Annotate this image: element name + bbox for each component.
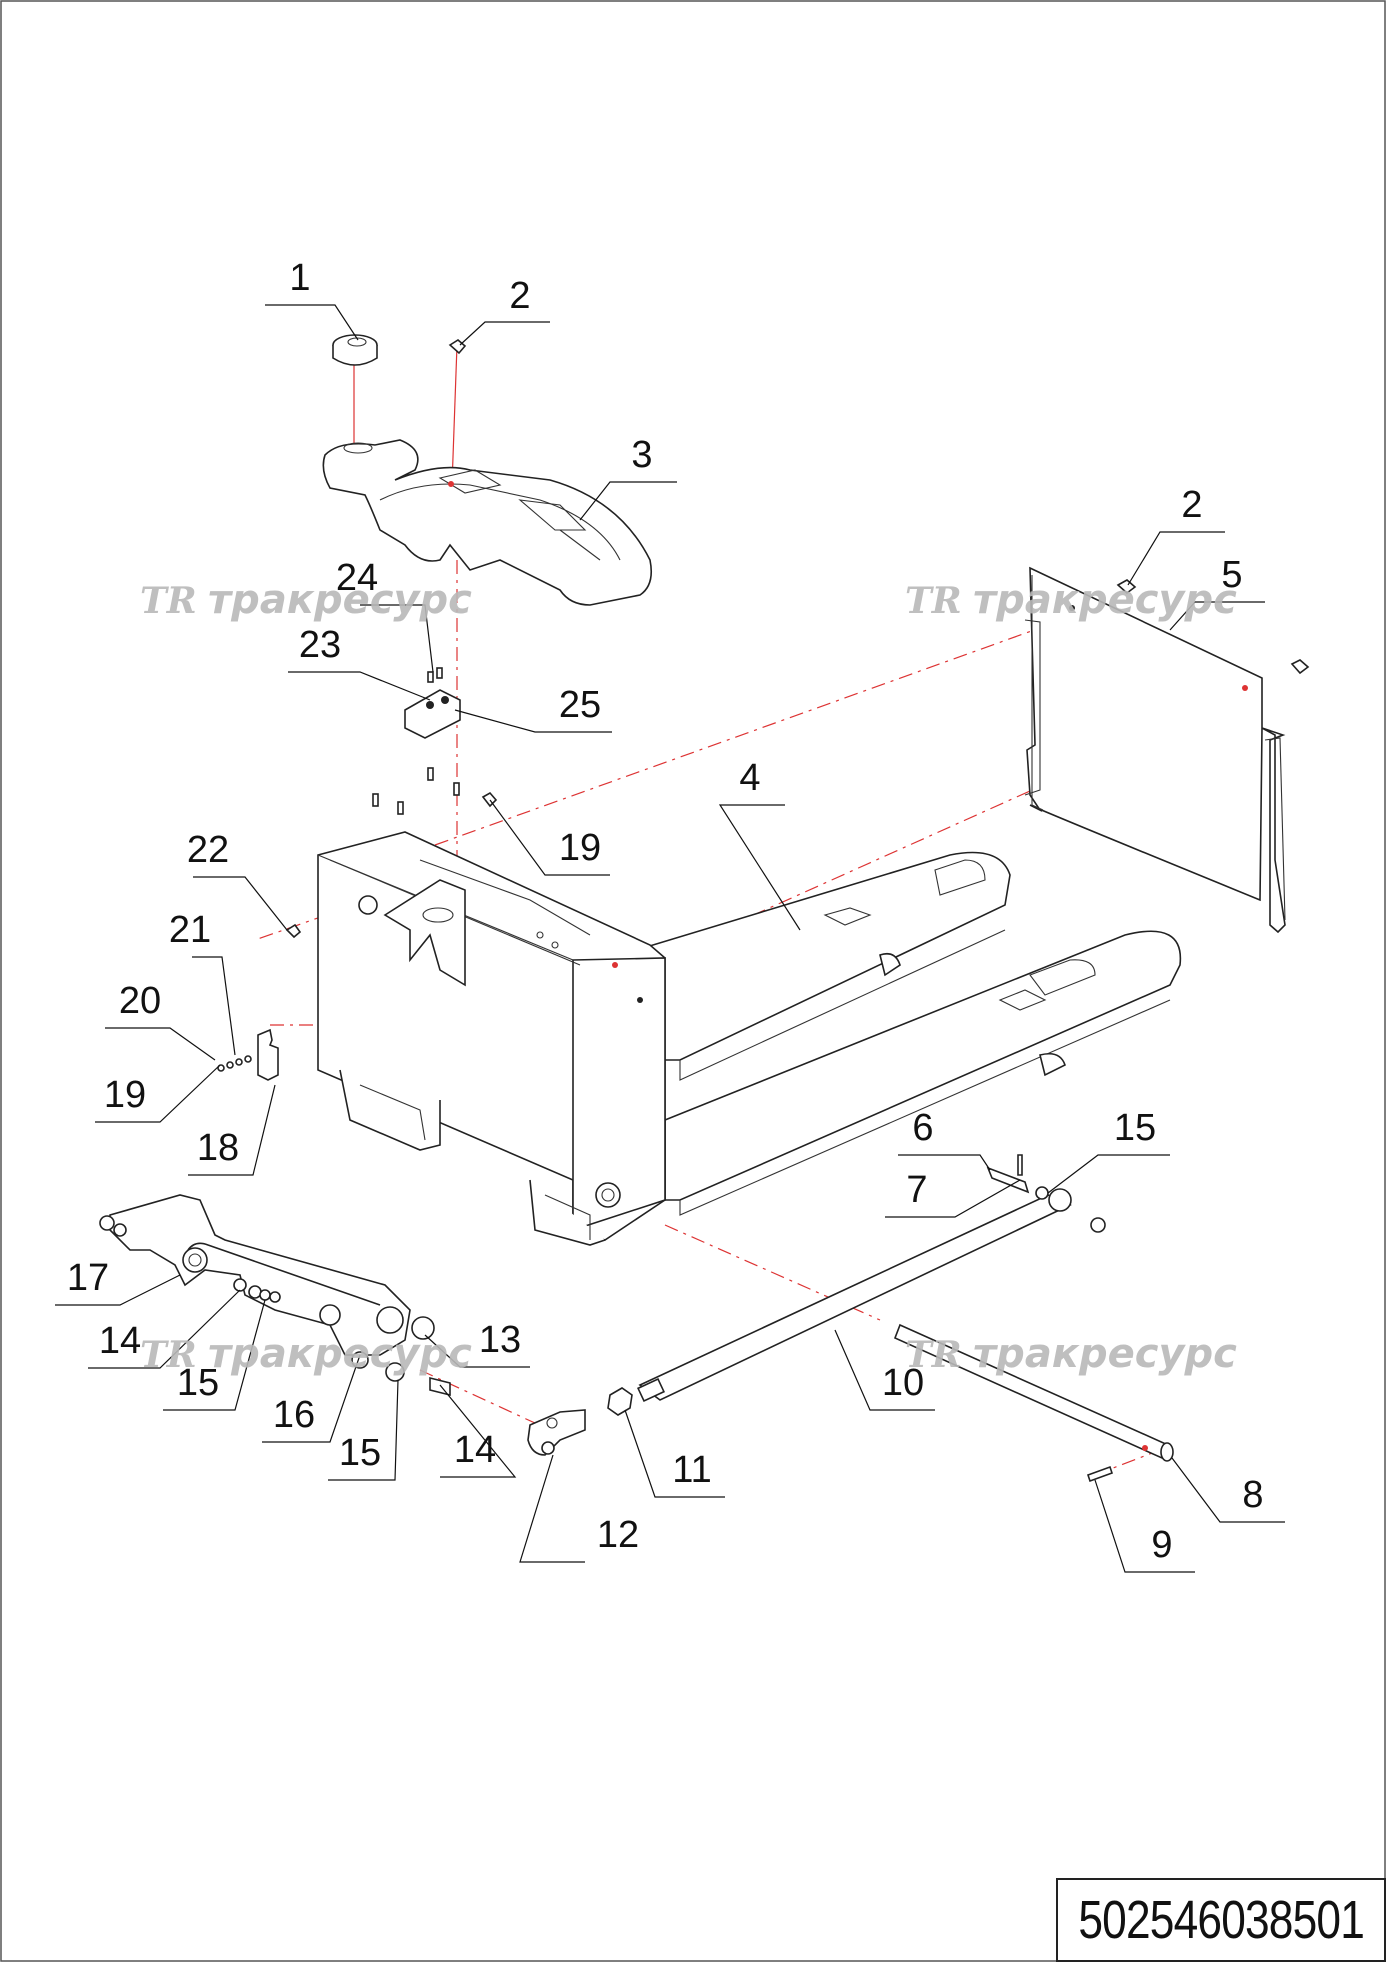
part-bracket [404,689,461,739]
watermark-4: TR тракресурс [905,1331,1237,1377]
watermark-logo: TR [905,580,962,622]
callout-20: 20 [119,980,161,1022]
callout-23: 23 [299,624,341,666]
watermark-logo: TR [140,580,197,622]
part-long-rod [637,1186,1106,1403]
callout-14: 14 [454,1429,496,1471]
callout-15: 15 [177,1362,219,1404]
document-code: 502546038501 [1078,1890,1365,1950]
part-small-pin [1086,1465,1114,1483]
document-code-box: 502546038501 [1056,1878,1386,1962]
callout-1: 1 [289,257,310,299]
watermark-text: тракресурс [973,577,1237,623]
watermark-text: тракресурс [208,577,472,623]
part-frame-forks [317,831,1182,1246]
callout-2: 2 [1181,484,1202,526]
callout-22: 22 [187,829,229,871]
callout-18: 18 [197,1127,239,1169]
watermark-2: TR тракресурс [905,577,1237,623]
watermark-1: TR тракресурс [140,577,472,623]
callout-15: 15 [339,1432,381,1474]
part-nut [607,1387,633,1416]
callout-8: 8 [1242,1474,1263,1516]
callout-11: 11 [672,1449,711,1491]
part-axle [893,1323,1174,1462]
callout-5: 5 [1221,554,1242,596]
callout-7: 7 [906,1169,927,1211]
callout-2: 2 [509,275,530,317]
callout-17: 17 [67,1257,109,1299]
callout-6: 6 [912,1107,933,1149]
part-screws-bracket [372,667,498,815]
part-small-hardware-left [217,923,302,1081]
part-cap [332,334,378,366]
callout-13: 13 [479,1319,521,1361]
callout-25: 25 [559,684,601,726]
callout-10: 10 [882,1362,924,1404]
callout-12: 12 [597,1514,639,1556]
callout-3: 3 [631,434,652,476]
part-back-panel [1024,566,1286,934]
callout-16: 16 [273,1394,315,1436]
part-lever-assembly [99,1194,451,1397]
watermark-text: тракресурс [973,1331,1237,1377]
watermark-text: тракресурс [208,1331,472,1377]
callout-14: 14 [99,1320,141,1362]
part-screw-panel [1116,579,1310,675]
callout-15: 15 [1114,1107,1156,1149]
callout-19: 19 [104,1074,146,1116]
callout-4: 4 [739,757,760,799]
callout-21: 21 [169,909,211,951]
watermark-3: TR тракресурс [140,1331,472,1377]
callout-9: 9 [1151,1524,1172,1566]
watermark-logo: TR [140,1334,197,1376]
part-clevis [527,1409,586,1456]
callout-19: 19 [559,827,601,869]
part-pin [986,1154,1030,1194]
part-top-cover [322,439,653,606]
leader-lines [55,304,1285,1573]
callout-labels: 1 2 3 2 5 24 23 25 4 19 22 21 20 19 18 6… [67,257,1264,1566]
watermark-logo: TR [905,1334,962,1376]
callout-24: 24 [336,557,378,599]
